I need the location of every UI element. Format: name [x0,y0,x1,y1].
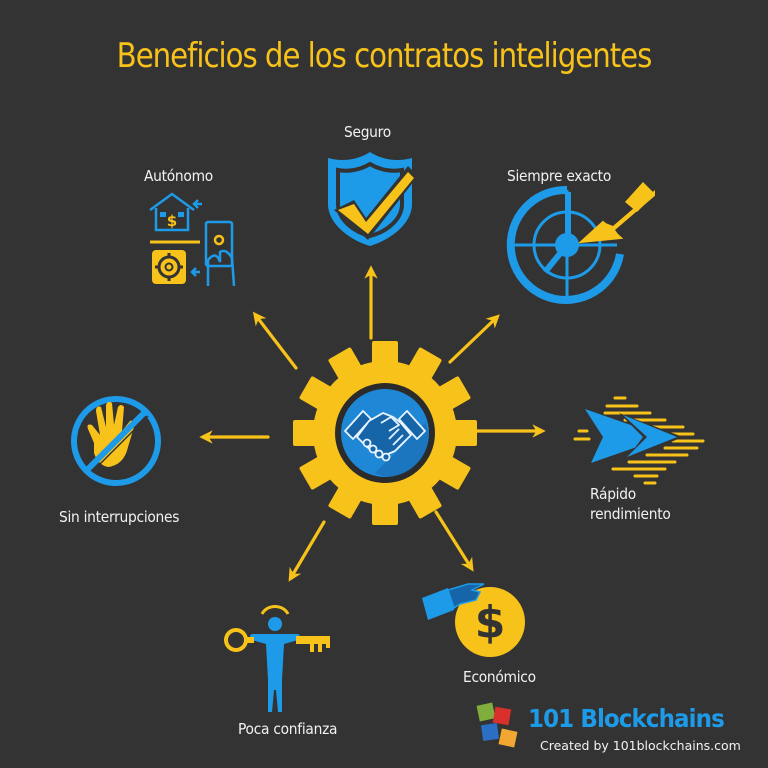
svg-text:$: $ [167,212,177,230]
svg-text:$: $ [475,597,506,648]
brand-name: 101 Blockchains [528,704,725,733]
no-hand-icon [71,396,161,486]
page-title: Beneficios de los contratos inteligentes [116,36,653,76]
label-seguro: Seguro [344,123,391,141]
shield-check-icon [328,152,418,246]
label-poca-confianza: Poca confianza [238,720,338,738]
dollar-coin-icon: $ [422,583,525,657]
person-keys-icon [224,605,330,712]
arrow-down-left [288,520,326,582]
label-siempre-exacto: Siempre exacto [507,167,611,185]
arrow-up-right [448,314,500,364]
label-rapido: Rápido [590,485,636,503]
label-economico: Económico [463,668,536,686]
cubes-logo-icon [476,702,518,748]
arrow-down-right [434,510,474,572]
fast-forward-icon [573,396,705,485]
arrow-up-left [252,311,298,370]
house-money-gear-icon: $ [149,192,236,287]
brand-footer: 101 Blockchains Created by 101blockchain… [476,700,756,760]
gear-handshake-icon [293,341,477,525]
label-autonomo: Autónomo [144,167,213,185]
label-rendimiento: rendimiento [590,505,671,523]
brand-subtitle: Created by 101blockchains.com [540,738,741,753]
label-sin-interrupciones: Sin interrupciones [59,508,180,526]
target-arrow-icon [506,182,655,304]
